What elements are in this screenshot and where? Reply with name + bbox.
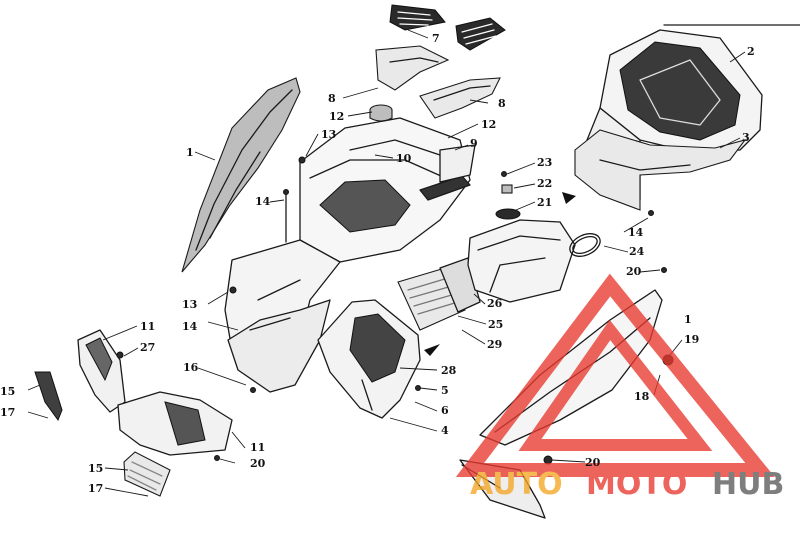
callout-2: 2: [747, 45, 755, 58]
part-7-vent-grilles: [389, 4, 506, 51]
callout-1-right: 1: [684, 313, 692, 326]
callout-1-left: 1: [186, 146, 194, 159]
watermark-logo: AUTO MOTO HUB: [455, 273, 784, 502]
part-15-lower-grille: [123, 451, 171, 497]
callout-5: 5: [441, 384, 449, 397]
part-lower-center-trim: [117, 391, 233, 456]
callout-23: 23: [537, 156, 552, 169]
callout-8-left: 8: [328, 92, 336, 105]
part-24-clamp-ring: [569, 233, 601, 257]
callout-27: 27: [140, 341, 155, 354]
callout-8-right: 8: [498, 97, 506, 110]
callout-7: 7: [432, 32, 440, 45]
callout-14-upper: 14: [255, 195, 271, 208]
callout-labels: 1 1 2 3 4 5 6 7 8 8 9 10 11 11 12 12 13 …: [0, 32, 755, 495]
watermark-auto: AUTO: [470, 467, 563, 502]
callout-22: 22: [537, 177, 552, 190]
callout-20-bottom: 20: [585, 456, 601, 469]
part-15-left-grille: [34, 371, 63, 422]
callout-17-upper: 17: [0, 406, 15, 419]
callout-24: 24: [629, 245, 645, 258]
callout-4: 4: [441, 424, 449, 437]
part-4-lower-duct: [317, 299, 421, 419]
direction-arrows: [424, 192, 576, 356]
part-26-intake-duct: [467, 219, 576, 303]
callout-18: 18: [634, 390, 650, 403]
part-21-22-23-fasteners: [495, 171, 521, 220]
callout-26: 26: [487, 297, 503, 310]
callout-14-right: 14: [628, 226, 644, 239]
watermark-moto: MOTO: [586, 467, 687, 502]
part-8-vent-housings: [375, 45, 501, 119]
callout-6: 6: [441, 404, 449, 417]
callout-13-upper: 13: [321, 128, 336, 141]
callout-9: 9: [470, 137, 478, 150]
callout-20-lower: 20: [250, 457, 266, 470]
callout-3: 3: [742, 131, 750, 144]
part-1-left-side-panel: [181, 77, 301, 273]
part-3-front-trim: [574, 129, 747, 211]
callout-11-upper: 11: [140, 320, 155, 333]
callout-14-left: 14: [182, 320, 198, 333]
callout-15-lower: 15: [88, 462, 103, 475]
callout-29: 29: [487, 338, 502, 351]
callout-11-lower: 11: [250, 441, 265, 454]
callout-15-upper: 15: [0, 385, 15, 398]
callout-17-lower: 17: [88, 482, 103, 495]
callout-19: 19: [684, 333, 699, 346]
callout-10: 10: [396, 152, 412, 165]
callout-12-left: 12: [329, 110, 344, 123]
watermark-hub: HUB: [712, 467, 784, 502]
callout-12-right: 12: [481, 118, 496, 131]
callout-28: 28: [441, 364, 457, 377]
callout-21: 21: [537, 196, 552, 209]
callout-20-right: 20: [626, 265, 642, 278]
part-11-left-trim: [77, 329, 126, 413]
callout-16: 16: [183, 361, 199, 374]
callout-25: 25: [488, 318, 503, 331]
callout-13-lower: 13: [182, 298, 197, 311]
